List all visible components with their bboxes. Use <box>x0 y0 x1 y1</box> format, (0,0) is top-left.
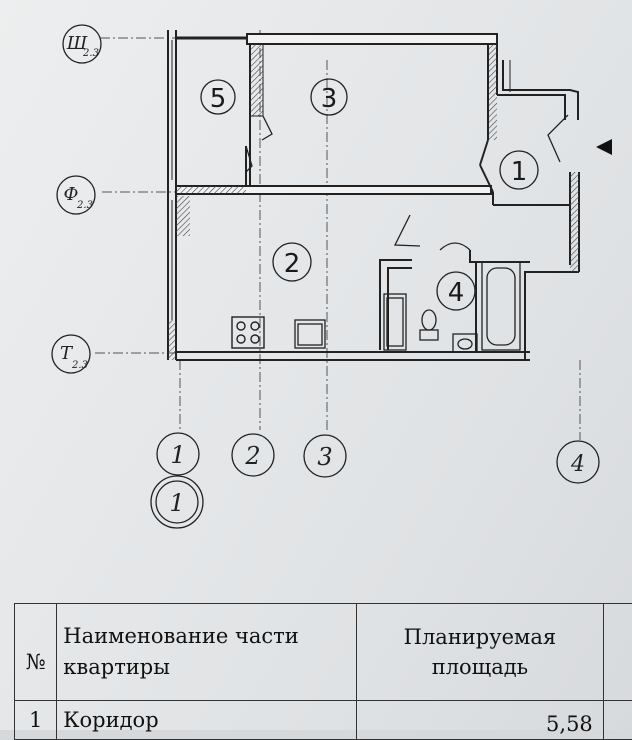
axis-markers-bottom: 1 2 3 4 1 <box>151 433 599 528</box>
header-name-line2: квартиры <box>63 652 350 683</box>
axis-marker-3: 3 <box>304 435 346 477</box>
row-area: 5,58 <box>357 701 604 740</box>
header-num: № <box>15 604 57 701</box>
svg-text:1: 1 <box>511 157 528 187</box>
svg-text:1: 1 <box>170 441 185 469</box>
svg-text:3: 3 <box>317 443 332 471</box>
svg-text:2: 2 <box>244 442 260 470</box>
row-extra <box>603 701 632 740</box>
table-row: 1 Коридор 5,58 <box>15 701 632 740</box>
axis-marker-2: 2 <box>232 434 274 476</box>
room-label-4: 4 <box>437 272 475 310</box>
header-name-line1: Наименование части <box>63 621 350 652</box>
room-label-1: 1 <box>500 151 538 189</box>
header-name: Наименование части квартиры <box>57 604 357 701</box>
axis-marker-sh: Ш 2.3 <box>63 25 101 63</box>
header-area-line2: площадь <box>363 652 597 682</box>
room-label-5: 5 <box>201 80 235 114</box>
floor-plan: 5 3 1 2 4 Ш 2.3 Ф 2.3 <box>0 0 632 600</box>
room-area-table: № Наименование части квартиры Планируема… <box>14 603 632 740</box>
svg-text:2.3: 2.3 <box>82 48 99 59</box>
stove-icon <box>232 317 264 348</box>
room-label-3: 3 <box>311 79 347 115</box>
axis-markers-left: Ш 2.3 Ф 2.3 Т 2.3 <box>52 25 101 373</box>
svg-text:1: 1 <box>169 489 184 517</box>
header-extra <box>603 604 632 701</box>
axis-marker-f: Ф 2.3 <box>57 176 95 214</box>
toilet-icon <box>420 310 438 340</box>
room-label-2: 2 <box>273 243 311 281</box>
axis-marker-1: 1 <box>157 433 199 475</box>
svg-text:2.3: 2.3 <box>76 200 93 211</box>
header-area-line1: Планируемая <box>363 622 597 652</box>
plan-badge: 1 <box>151 476 203 528</box>
svg-text:4: 4 <box>570 452 585 477</box>
header-area: Планируемая площадь <box>357 604 604 701</box>
row-name: Коридор <box>57 701 357 740</box>
svg-text:5: 5 <box>210 84 227 114</box>
walls <box>168 30 579 360</box>
svg-text:2.3: 2.3 <box>71 360 88 371</box>
table-header-row: № Наименование части квартиры Планируема… <box>15 604 632 701</box>
svg-text:4: 4 <box>448 278 465 308</box>
row-num: 1 <box>15 701 57 740</box>
axis-marker-4: 4 <box>557 441 599 483</box>
kitchen-sink-icon <box>295 320 325 348</box>
entrance-arrow-icon <box>596 139 612 155</box>
hatched-walls <box>168 44 579 360</box>
axis-marker-t: Т 2.3 <box>52 335 90 373</box>
svg-text:3: 3 <box>321 84 338 114</box>
svg-text:2: 2 <box>284 249 301 279</box>
